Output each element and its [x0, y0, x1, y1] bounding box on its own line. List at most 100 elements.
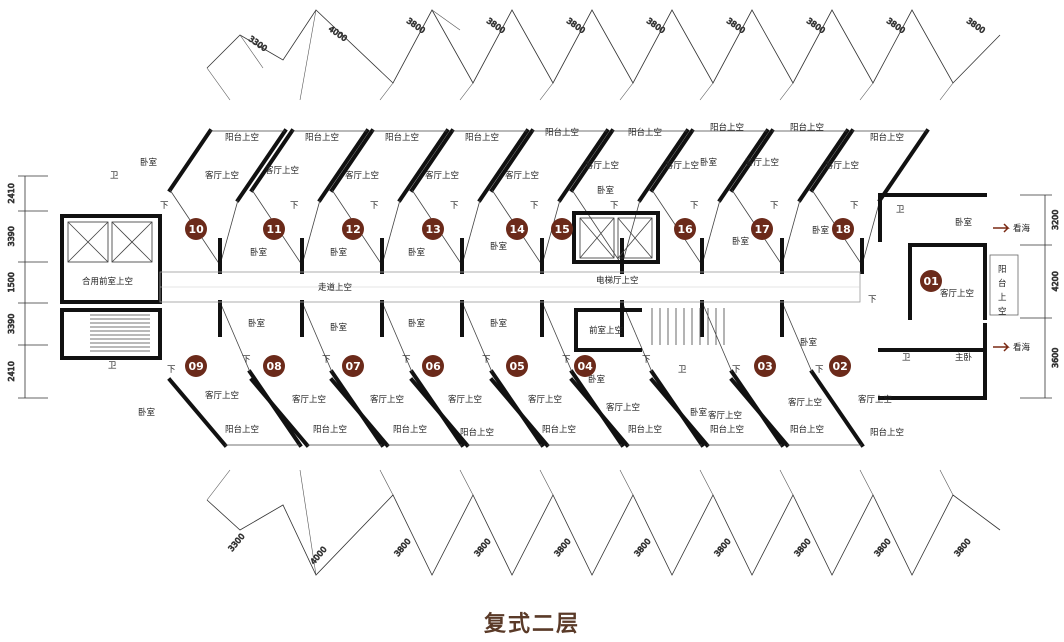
wall-segment	[569, 377, 630, 448]
stair-down-label: 下	[770, 201, 779, 211]
bedroom-label: 卧室	[408, 247, 426, 258]
bottom-dimension-line	[206, 494, 1001, 576]
bottom-extension-line	[779, 469, 794, 496]
unit-number: 13	[426, 223, 441, 236]
balcony-void-label: 阳台上空	[313, 424, 347, 435]
living-void-label: 客厅上空	[505, 170, 539, 181]
living-void-label: 客厅上空	[858, 394, 892, 405]
top-extension-line	[859, 82, 874, 101]
wall-segment	[477, 128, 530, 203]
unit-number: 01	[924, 275, 939, 288]
living-void-label: 客厅上空	[265, 165, 299, 176]
unit-badge-10: 10	[185, 218, 207, 240]
unit-01-bedroom-label: 卧室	[955, 217, 973, 228]
wall-segment	[409, 377, 470, 448]
center-elevator-right	[617, 217, 653, 259]
wall-segment	[167, 377, 228, 448]
right-dimension-label: 3200	[1051, 210, 1060, 230]
bath-label: 卫	[110, 171, 119, 181]
unit-badge-15: 15	[551, 218, 573, 240]
top-extension-line	[379, 82, 394, 101]
corridor-label: 走道上空	[318, 282, 352, 293]
wall-segment	[809, 128, 855, 193]
unit-badge-circle	[185, 355, 207, 377]
stair-down-label: 下	[562, 355, 571, 365]
bottom-extension-line	[859, 469, 874, 496]
left-dimension-label: 2410	[7, 361, 16, 381]
partition-line	[219, 199, 239, 266]
unit-number: 11	[267, 223, 282, 236]
unit-badge-02: 02	[829, 355, 851, 377]
top-extension-line	[206, 67, 231, 101]
bedroom-label: 卧室	[490, 318, 508, 329]
living-void-label: 客厅上空	[825, 160, 859, 171]
partition-line	[67, 221, 109, 263]
stair-down-label: 下	[242, 355, 251, 365]
unit-badge-circle	[751, 218, 773, 240]
bedroom-label: 卧室	[588, 374, 606, 385]
unit-badge-circle	[263, 355, 285, 377]
unit-badge-circle	[342, 218, 364, 240]
wall-segment	[329, 128, 375, 193]
unit-badge-08: 08	[263, 355, 285, 377]
unit-badge-circle	[342, 355, 364, 377]
unit-number: 07	[346, 360, 361, 373]
wall-segment	[249, 128, 295, 193]
master-bedroom-label: 主卧	[955, 352, 973, 363]
top-extension-line	[779, 82, 794, 101]
bottom-dimension-label: 3300	[227, 532, 247, 553]
bottom-extension-line	[619, 469, 634, 496]
top-dimension-label: 3800	[485, 16, 507, 35]
bedroom-label: 卧室	[330, 247, 348, 258]
top-dimension-label: 3800	[805, 16, 827, 35]
unit-badge-14: 14	[506, 218, 528, 240]
bedroom-label: 卧室	[408, 318, 426, 329]
wall-segment	[729, 377, 790, 448]
left-dimension-label: 3390	[7, 226, 16, 246]
unit-badge-circle	[422, 218, 444, 240]
unit-badge-18: 18	[832, 218, 854, 240]
stair-down-label: 下	[530, 201, 539, 211]
top-extension-line	[431, 9, 461, 31]
bedroom-label: 卧室	[812, 225, 830, 236]
wall-segment	[877, 128, 930, 203]
bottom-dimension-label: 3800	[393, 537, 413, 558]
left-dimension-label: 1500	[7, 272, 16, 292]
top-dimension-label: 3800	[965, 16, 987, 35]
bottom-dimension-label: 3800	[793, 537, 813, 558]
unit-badge-circle	[506, 355, 528, 377]
bedroom-label: 卧室	[800, 337, 818, 348]
wall-segment	[489, 128, 535, 193]
unit-badge-06: 06	[422, 355, 444, 377]
living-void-label: 客厅上空	[528, 394, 562, 405]
unit-badge-12: 12	[342, 218, 364, 240]
partition-line	[301, 199, 321, 266]
wall-segment	[797, 128, 850, 203]
center-elevator-left	[579, 217, 615, 259]
balcony-void-label: 阳台上空	[790, 122, 824, 133]
balcony-void-label: 阳台上空	[465, 132, 499, 143]
balcony-void-label: 阳台上空	[393, 424, 427, 435]
balcony-void-label: 阳台上空	[628, 424, 662, 435]
unit-number: 18	[836, 223, 851, 236]
bedroom-label: 卧室	[490, 241, 508, 252]
top-dimension-label: 3800	[565, 16, 587, 35]
unit-badge-circle	[551, 218, 573, 240]
bedroom-label: 卧室	[330, 322, 348, 333]
living-void-label: 客厅上空	[292, 394, 326, 405]
top-extension-line	[239, 34, 264, 69]
elevator-hall-label: 电梯厅上空	[596, 275, 639, 286]
bottom-dimension-label: 3800	[953, 537, 973, 558]
stair-down-label: 下	[868, 295, 877, 305]
bottom-dimension-label: 3800	[873, 537, 893, 558]
sea-view-label-bottom: 看海	[1013, 342, 1031, 353]
stair-down-label: 下	[167, 365, 176, 375]
partition-line	[781, 199, 801, 266]
partition-line	[541, 199, 561, 266]
wall-segment	[329, 377, 390, 448]
walls	[60, 128, 1019, 448]
living-void-label: 客厅上空	[665, 160, 699, 171]
unit-number: 15	[555, 223, 570, 236]
unit-01-living-label: 客厅上空	[940, 288, 974, 299]
living-void-label: 客厅上空	[205, 170, 239, 181]
